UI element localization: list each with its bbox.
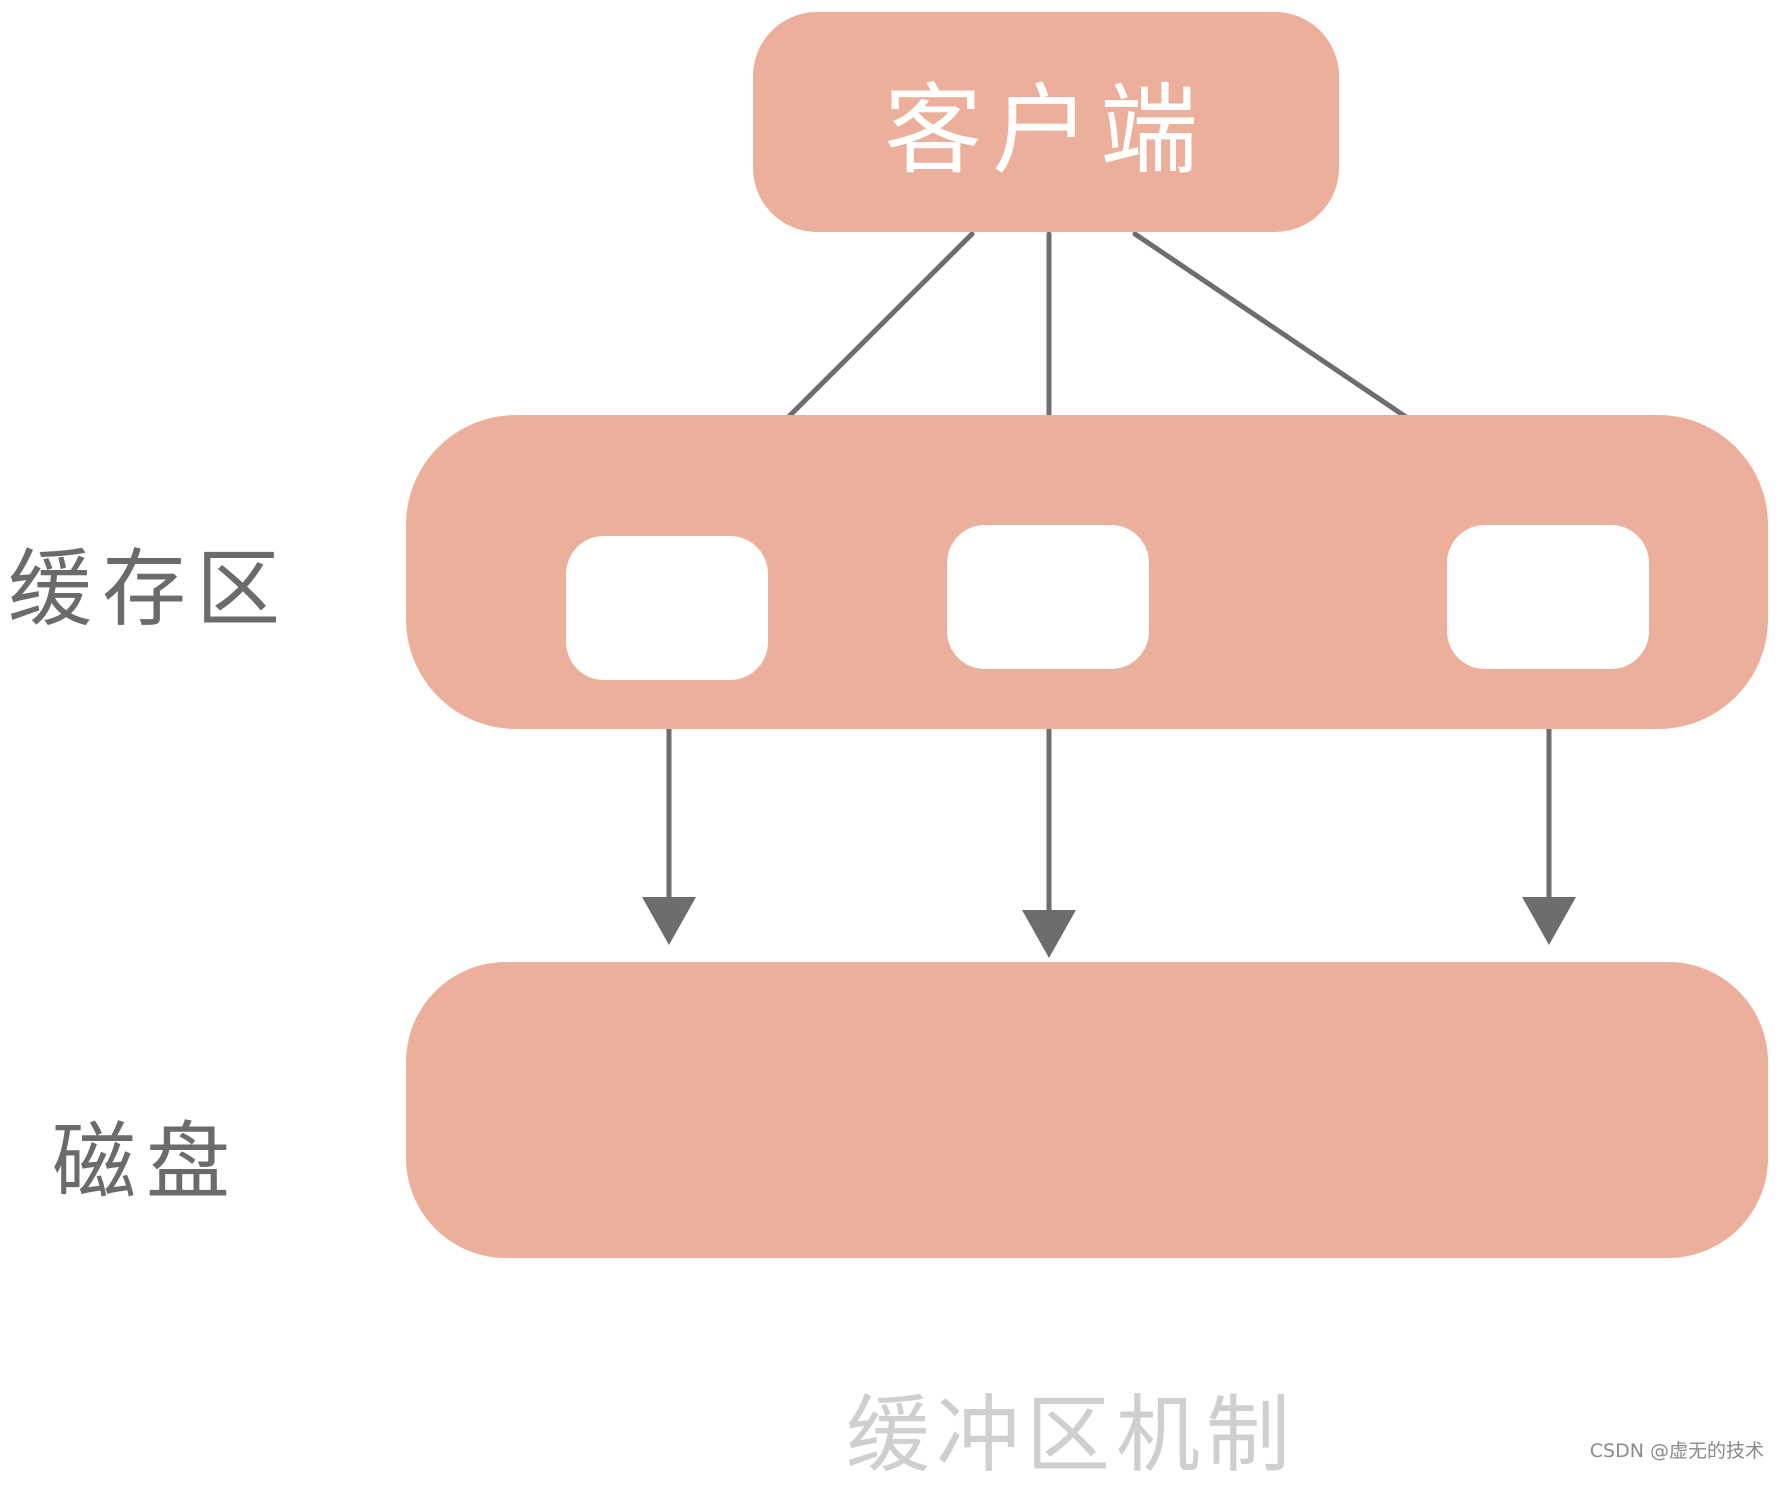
cache-block-2 bbox=[947, 525, 1149, 669]
cache-area-label: 缓存区 bbox=[8, 540, 291, 638]
cache-block-1 bbox=[566, 536, 768, 680]
watermark: CSDN @虚无的技术 bbox=[1589, 1440, 1764, 1462]
disk-label: 磁盘 bbox=[52, 1113, 241, 1211]
client-label: 客户端 bbox=[883, 74, 1208, 188]
cache-block-3 bbox=[1447, 525, 1649, 669]
disk-box bbox=[406, 962, 1768, 1258]
diagram-caption: 缓冲区机制 bbox=[846, 1386, 1297, 1484]
arrow-block-3-to-disk-head bbox=[1522, 897, 1576, 945]
arrow-block-2-to-disk-head bbox=[1022, 910, 1076, 958]
client-box: 客户端 bbox=[753, 12, 1339, 232]
arrow-block-1-to-disk-head bbox=[642, 897, 696, 945]
